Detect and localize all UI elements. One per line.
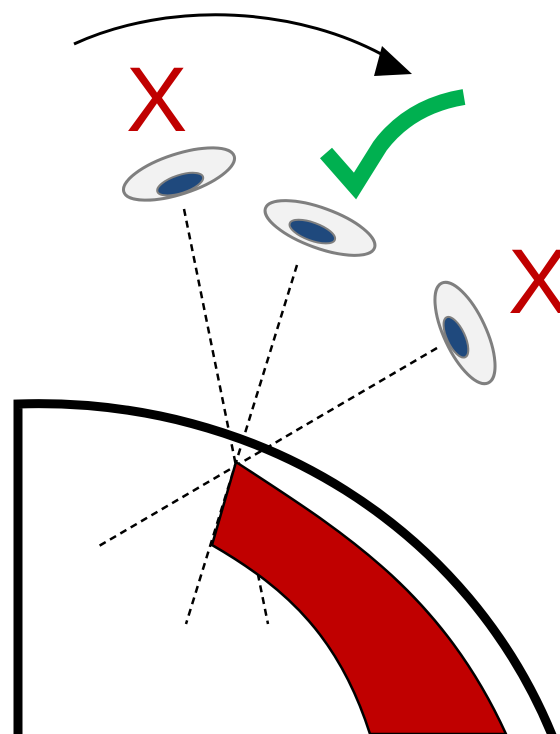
reject-mark-left: X — [126, 49, 187, 151]
pupil — [442, 315, 470, 359]
pupil — [156, 171, 205, 197]
outer-boundary — [13, 399, 557, 734]
camera-right — [433, 280, 497, 386]
rotation-arrow — [73, 13, 412, 76]
eye-lens-icon — [121, 146, 237, 202]
reject-mark-right: X — [508, 231, 560, 333]
pupil — [288, 218, 337, 245]
sight-line-center-camera — [184, 264, 299, 625]
rotation-arrow-arc — [73, 13, 393, 62]
rotation-arrowhead-icon — [374, 46, 412, 76]
camera-center — [263, 199, 377, 257]
camera-left — [121, 146, 237, 202]
check-icon — [319, 89, 466, 200]
